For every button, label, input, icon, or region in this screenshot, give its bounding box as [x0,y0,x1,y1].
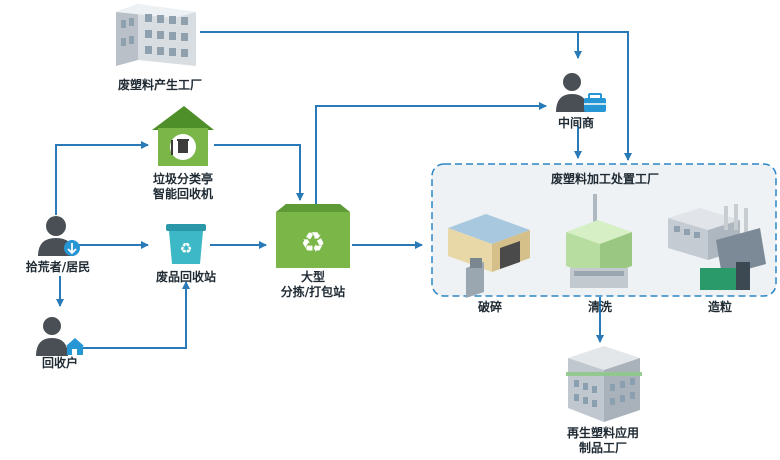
product-factory-label-line2: 制品工厂 [578,441,627,455]
waste-factory-building-icon [116,4,196,66]
arrow-sorting-to-middleman [315,102,547,210]
pelletizing-factory-icon [668,204,766,290]
svg-text:♻: ♻ [300,226,325,259]
step-washing-label: 清洗 [587,300,612,314]
step-pelletizing-label: 造粒 [707,300,732,314]
arrow-kiosk-to-sorting [214,144,304,201]
arrow-collector-to-station [80,281,190,349]
product-factory-building-icon [566,346,642,422]
scavenger-person-icon [38,216,80,256]
middleman-label: 中间商 [557,116,594,130]
svg-text:♻: ♻ [180,241,193,257]
collector-label: 回收户 [41,356,78,370]
crushing-factory-icon [448,214,530,298]
sorting-station-label-line2: 分拣/打包站 [280,285,346,299]
processing-plant-title: 废塑料加工处置工厂 [550,172,659,186]
garbage-kiosk-icon [152,106,214,166]
middleman-person-icon [556,73,606,112]
arrow-factory-to-middleman [200,31,582,59]
waste-factory-label: 废塑料产生工厂 [117,78,202,92]
step-crushing-label: 破碎 [477,300,502,314]
sorting-station-icon: ♻ [276,204,350,268]
collector-person-icon [36,317,84,356]
garbage-kiosk-label-line2: 智能回收机 [152,187,213,201]
arrow-scavenger-to-kiosk [55,141,149,215]
sorting-station-label-line1: 大型 [300,270,325,284]
washing-factory-icon [566,194,632,288]
garbage-kiosk-label-line1: 垃圾分类亭 [152,172,213,186]
scavenger-label: 拾荒者/居民 [25,260,91,274]
flow-arrows [55,31,632,349]
recycle-bin-icon: ♻ [166,224,206,264]
recycle-station-label: 废品回收站 [155,270,216,284]
product-factory-label-line1: 再生塑料应用 [566,426,639,440]
arrow-factory-to-plant [578,31,632,161]
